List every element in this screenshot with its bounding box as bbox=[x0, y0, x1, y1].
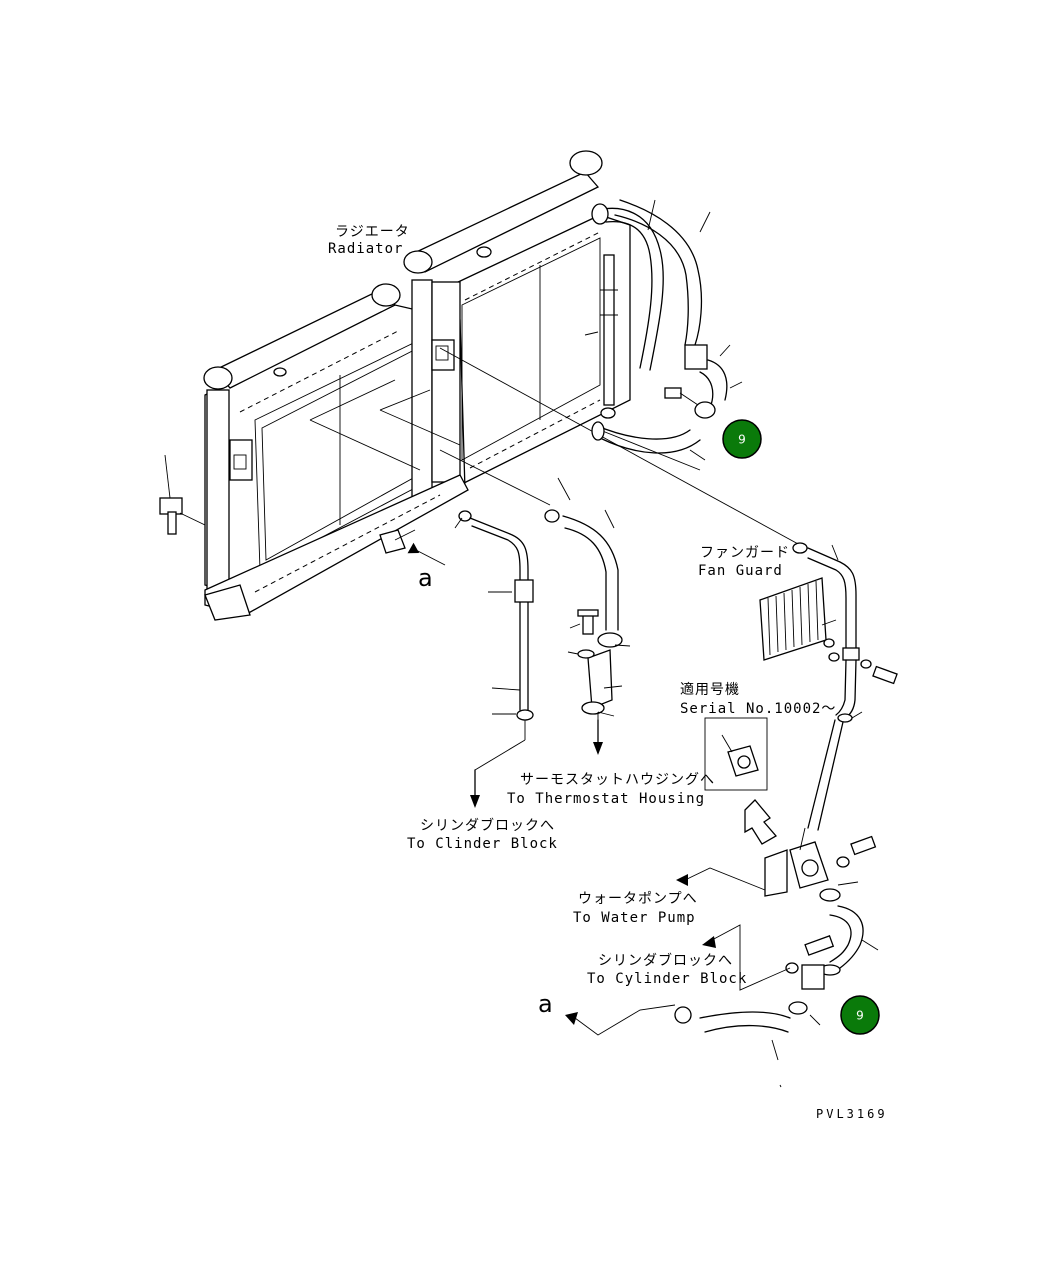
ref-a-bottom: a bbox=[538, 990, 553, 1018]
fan-guard-label-jp: ファンガード bbox=[700, 545, 790, 561]
callout-badge-bottom-number: 9 bbox=[856, 1009, 864, 1023]
clinder-block-label-jp: シリンダブロックへ bbox=[420, 817, 555, 834]
water-pump-label-jp: ウォータポンプへ bbox=[578, 891, 698, 907]
callout-badge-top[interactable]: 9 bbox=[722, 419, 762, 459]
callout-badge-bottom[interactable]: 9 bbox=[840, 995, 880, 1035]
thermostat-label-en: To Thermostat Housing bbox=[507, 791, 705, 807]
radiator-label-en: Radiator bbox=[328, 241, 403, 257]
lower-piping bbox=[565, 827, 879, 1088]
upper-hoses bbox=[584, 199, 743, 461]
fan-guard bbox=[759, 542, 898, 831]
clinder-block-label-en: To Clinder Block bbox=[407, 836, 558, 852]
serial-label-jp: 適用号機 bbox=[680, 681, 740, 698]
cylinder-block-label-en: To Cylinder Block bbox=[587, 971, 747, 987]
radiator-assembly bbox=[159, 150, 801, 621]
fan-guard-label-en: Fan Guard bbox=[698, 563, 783, 579]
ref-a-top: a bbox=[418, 564, 433, 592]
serial-inset bbox=[704, 717, 778, 845]
cylinder-block-label-jp: シリンダブロックへ bbox=[598, 952, 733, 969]
center-piping bbox=[407, 477, 631, 808]
thermostat-label-jp: サーモスタットハウジングへ bbox=[520, 772, 715, 788]
drawing-code: PVL3169 bbox=[816, 1107, 888, 1121]
water-pump-label-en: To Water Pump bbox=[573, 910, 696, 926]
radiator-label-jp: ラジエータ bbox=[335, 224, 410, 240]
serial-label-en: Serial No.10002〜 bbox=[680, 701, 836, 717]
callout-badge-top-number: 9 bbox=[738, 433, 746, 447]
